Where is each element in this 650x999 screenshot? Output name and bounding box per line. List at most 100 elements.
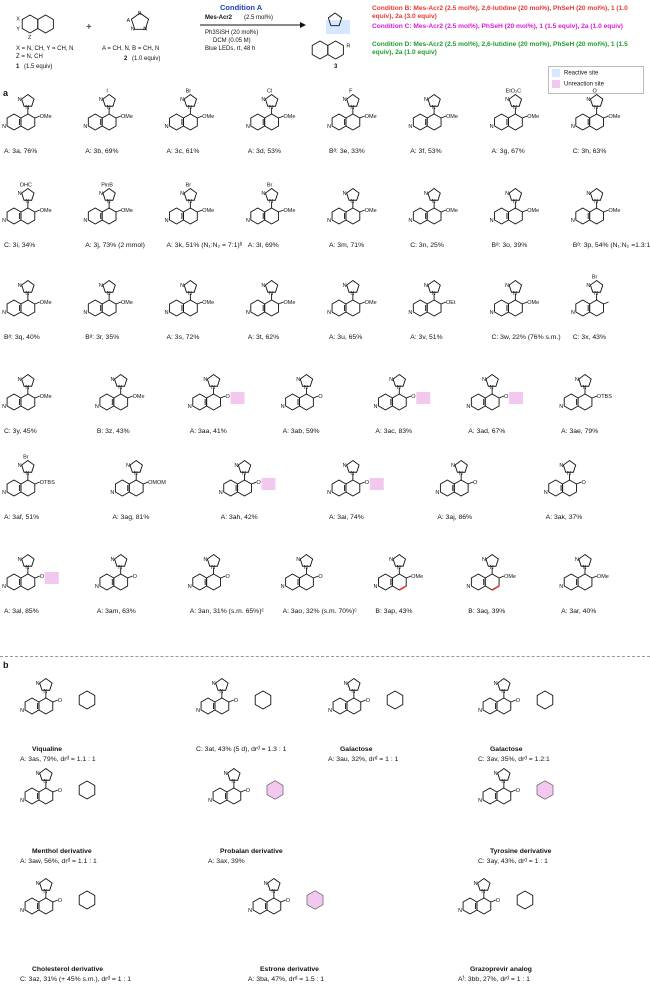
- pyrazole-n2: N: [344, 681, 348, 687]
- pyrazole-n1: N: [231, 779, 235, 785]
- o-bond: [591, 395, 598, 399]
- pyrazole-n1: N: [490, 385, 494, 391]
- unreactive-site: [307, 891, 323, 909]
- o-bond: [115, 209, 122, 213]
- pyrazole-n1: N: [269, 105, 273, 111]
- pyrazole-ring: [392, 373, 406, 387]
- compound-label: A: 3ah, 42%: [220, 514, 258, 521]
- nitrogen-atom: N: [559, 584, 563, 590]
- pyrazole-ring: [299, 373, 314, 387]
- reactant1-ring-a: [21, 14, 39, 34]
- dihydro-ring: [453, 479, 469, 497]
- dihydro-ring: [20, 573, 36, 591]
- nitrogen-atom: N: [246, 218, 250, 224]
- pyrazole-n1: N: [351, 689, 355, 695]
- pyridine-ring: [250, 299, 266, 317]
- pyrazole-ring: [206, 373, 221, 387]
- product: R: [311, 12, 350, 60]
- pyrazole-n2: N: [264, 881, 268, 887]
- pyrazole-n2: N: [234, 463, 238, 469]
- side-group: O: [246, 788, 251, 794]
- pyrazole-n1: N: [397, 565, 401, 571]
- pyrazole-ring: [346, 187, 360, 201]
- pyrazole-ring: [21, 553, 35, 567]
- dihydro-ring: [206, 393, 221, 411]
- pyrazole-ring: [508, 93, 523, 107]
- o-bond: [603, 301, 609, 305]
- compound-label: C: 3h, 63%: [572, 148, 607, 155]
- compound-label: A: 3aa, 41%: [189, 428, 227, 435]
- pyrazole-n1: N: [397, 385, 401, 391]
- pyrazole-ring: [427, 279, 441, 293]
- nitrogen-atom: N: [478, 708, 482, 714]
- dihydro-ring: [391, 393, 407, 411]
- pyrazole-n1: N: [501, 689, 505, 695]
- substituent-ring: [516, 890, 534, 910]
- unreactive-site: [267, 781, 283, 799]
- pyridine-ring: [439, 479, 455, 497]
- compound-label: B: 3aq, 39%: [468, 608, 506, 615]
- nitrogen-atom: N: [490, 124, 494, 130]
- pyridine-ring: [87, 113, 103, 131]
- nitrogen-atom: N: [466, 404, 470, 410]
- pyridine-ring: [331, 299, 347, 317]
- pyrazole-n2: N: [343, 97, 347, 103]
- pyrazole-ring: [427, 93, 441, 107]
- pyrazole-ring: [102, 187, 116, 201]
- side-group: O: [581, 480, 586, 486]
- nitrogen-atom: N: [327, 490, 331, 496]
- nitrogen-atom: N: [188, 584, 192, 590]
- pyridine-ring: [563, 573, 579, 591]
- o-bond: [406, 575, 412, 579]
- pyridine-ring: [6, 207, 22, 225]
- dihydro-ring: [589, 113, 604, 131]
- o-bond: [240, 789, 246, 793]
- pyrazole-n2: N: [296, 377, 300, 383]
- o-bond: [510, 789, 516, 793]
- dihydro-ring: [345, 207, 361, 225]
- side-group: OMe: [202, 114, 214, 120]
- dihydro-ring: [345, 479, 361, 497]
- natural-product-name: Galactose: [340, 746, 373, 753]
- pyrazole-n2: N: [261, 97, 265, 103]
- new-bond: [491, 585, 500, 591]
- natural-product-name: Probalan derivative: [220, 848, 283, 855]
- pyrazole-n2: N: [559, 463, 563, 469]
- natural-product-name: Menthol derivative: [32, 848, 92, 855]
- unreactive-site: [230, 392, 245, 404]
- pyrazole-substituent: Br: [23, 455, 29, 461]
- pyridine-ring: [462, 897, 478, 915]
- pyrazole-ring: [183, 93, 198, 107]
- natural-product-name: Galactose: [490, 746, 523, 753]
- compound-label: A: 3f, 53%: [410, 148, 442, 155]
- pyrazole-n2: N: [111, 377, 115, 383]
- compound-label: A: 3m, 71%: [329, 242, 365, 249]
- pyridine-ring: [332, 697, 348, 715]
- nitrogen-atom: N: [20, 908, 24, 914]
- pyrazole-n1: N: [269, 199, 273, 205]
- side-group: OMOM: [148, 480, 166, 486]
- o-bond: [197, 209, 203, 213]
- nitrogen-atom: N: [95, 404, 99, 410]
- reactant2-vars: A = CH, N, B = CH, N: [102, 46, 160, 52]
- pyrazole-ring: [578, 553, 592, 567]
- pyrazole-n1: N: [107, 291, 111, 297]
- pyrazole-n2: N: [99, 191, 103, 197]
- pyridine-ring: [548, 479, 564, 497]
- pyridine-ring: [99, 393, 115, 411]
- pyridine-ring: [200, 697, 216, 715]
- pyrazole-ring: [485, 553, 499, 567]
